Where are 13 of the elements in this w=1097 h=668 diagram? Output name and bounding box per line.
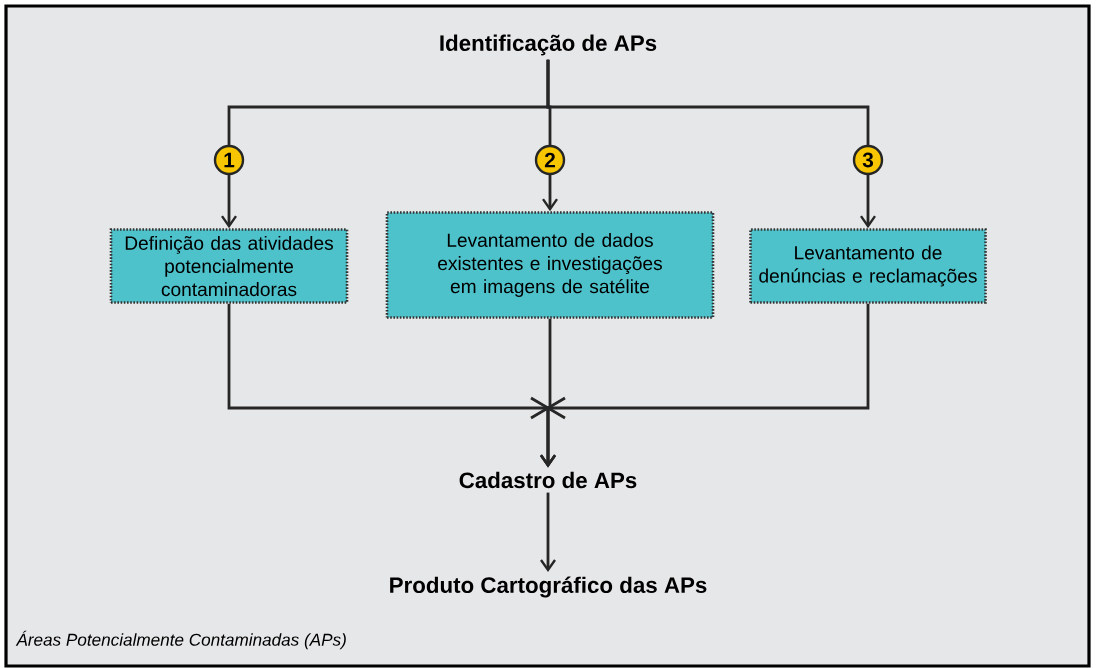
process-box: Levantamento de dados existentes e investigações em imagens de satélite xyxy=(385,211,715,319)
caption: Áreas Potencialmente Contaminadas (APs) xyxy=(15,630,346,650)
arrow xyxy=(540,303,870,468)
callout-number: 3 xyxy=(852,144,884,176)
callout-number: 2 xyxy=(534,144,566,176)
arrow xyxy=(546,59,876,229)
arrow xyxy=(540,492,556,573)
callout-number: 1 xyxy=(213,144,245,176)
process-box: Definição das atividades potencialmente contaminadoras xyxy=(109,228,349,304)
process-box: Levantamento de denúncias e reclamações xyxy=(749,228,987,304)
step-label: Produto Cartográfico das APs xyxy=(390,576,707,598)
step-label: Cadastro de APs xyxy=(459,471,637,489)
step-label: Identificação de APs xyxy=(440,34,657,56)
